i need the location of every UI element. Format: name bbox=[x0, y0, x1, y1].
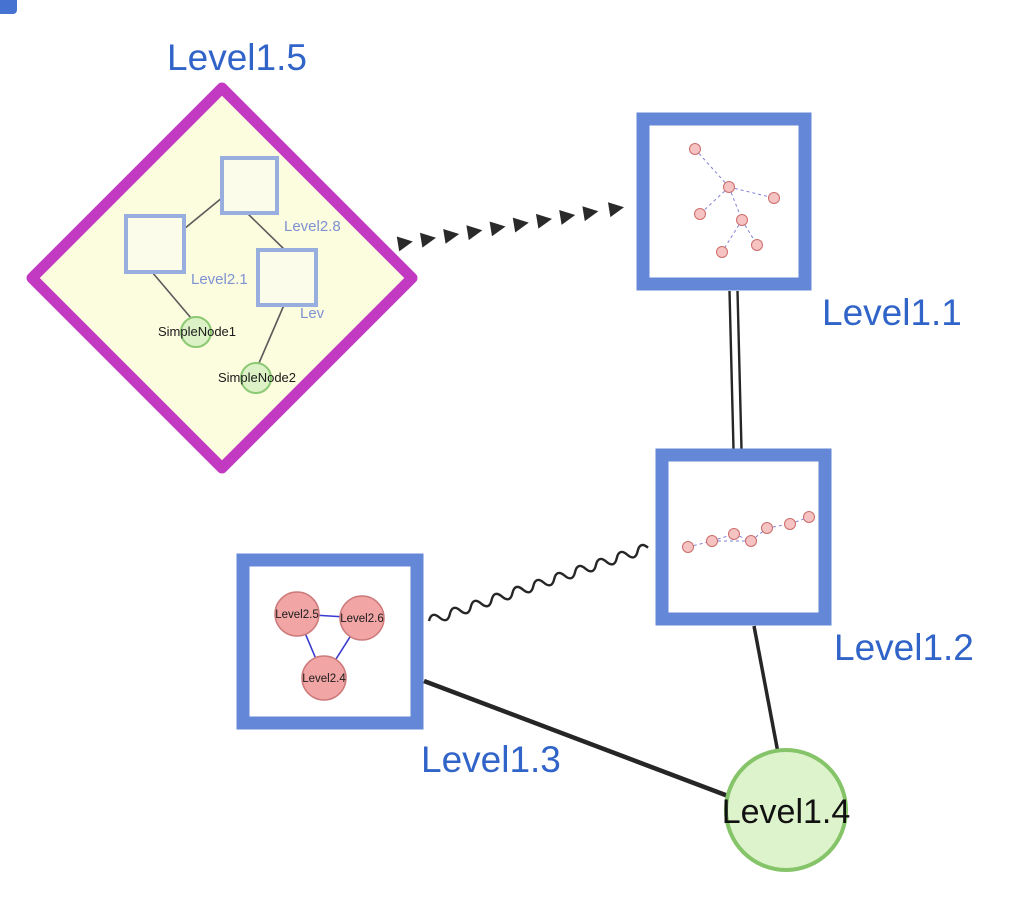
group-node-level15: Level2.8 Level2.1 Lev SimpleNode1 Simple… bbox=[26, 82, 418, 474]
edge-level12-level14[interactable] bbox=[752, 625, 781, 759]
level12-label: Level1.2 bbox=[834, 627, 974, 668]
level11-square-shape[interactable] bbox=[636, 112, 812, 291]
simple-node-label: SimpleNode1 bbox=[158, 324, 236, 339]
inner-square-level28[interactable] bbox=[220, 156, 279, 215]
inner-square-label: Level2.8 bbox=[284, 218, 341, 235]
level11-label: Level1.1 bbox=[822, 292, 962, 333]
simple-node-1[interactable] bbox=[180, 316, 212, 348]
edge-level11-level12[interactable] bbox=[728, 290, 743, 450]
group-node-level13: Level2.5 Level2.6 Level2.4 bbox=[236, 553, 424, 730]
inner-node-label: Level2.5 bbox=[275, 609, 318, 621]
level13-label: Level1.3 bbox=[421, 739, 561, 780]
node-level14: Level1.4 bbox=[722, 748, 851, 872]
inner-node-level25[interactable] bbox=[274, 591, 320, 637]
inner-edge[interactable] bbox=[258, 304, 285, 364]
simple-node-2[interactable] bbox=[240, 362, 272, 394]
inner-square-level2x[interactable] bbox=[256, 248, 318, 307]
group-node-level12 bbox=[655, 448, 832, 626]
inner-edge[interactable] bbox=[151, 271, 192, 319]
level14-label: Level1.4 bbox=[722, 793, 851, 831]
edge-level13-level14[interactable] bbox=[423, 678, 737, 802]
inner-square-label: Level2.1 bbox=[191, 271, 248, 288]
edge-level15-level11[interactable] bbox=[396, 199, 626, 252]
edge-level13-level12[interactable] bbox=[427, 543, 650, 625]
group-node-level11 bbox=[636, 112, 812, 291]
corner-node-fragment bbox=[0, 0, 17, 14]
inner-node-level24[interactable] bbox=[301, 655, 347, 701]
level12-inner-nodes[interactable] bbox=[682, 511, 815, 553]
inner-node-label: Level2.4 bbox=[302, 673, 346, 685]
inner-node-level26[interactable] bbox=[339, 595, 385, 641]
level14-circle-shape[interactable] bbox=[724, 748, 848, 872]
inner-edge[interactable] bbox=[183, 196, 224, 230]
level15-diamond-shape[interactable] bbox=[26, 82, 418, 474]
inner-square-level21[interactable] bbox=[124, 214, 186, 274]
inner-edge[interactable] bbox=[246, 212, 287, 252]
inner-node-label: Level2.6 bbox=[340, 613, 383, 625]
level15-label: Level1.5 bbox=[167, 37, 307, 78]
simple-node-label: SimpleNode2 bbox=[218, 370, 296, 385]
inner-square-label: Lev bbox=[300, 305, 325, 322]
level12-square-shape[interactable] bbox=[655, 448, 832, 626]
level11-inner-nodes[interactable] bbox=[689, 143, 780, 258]
